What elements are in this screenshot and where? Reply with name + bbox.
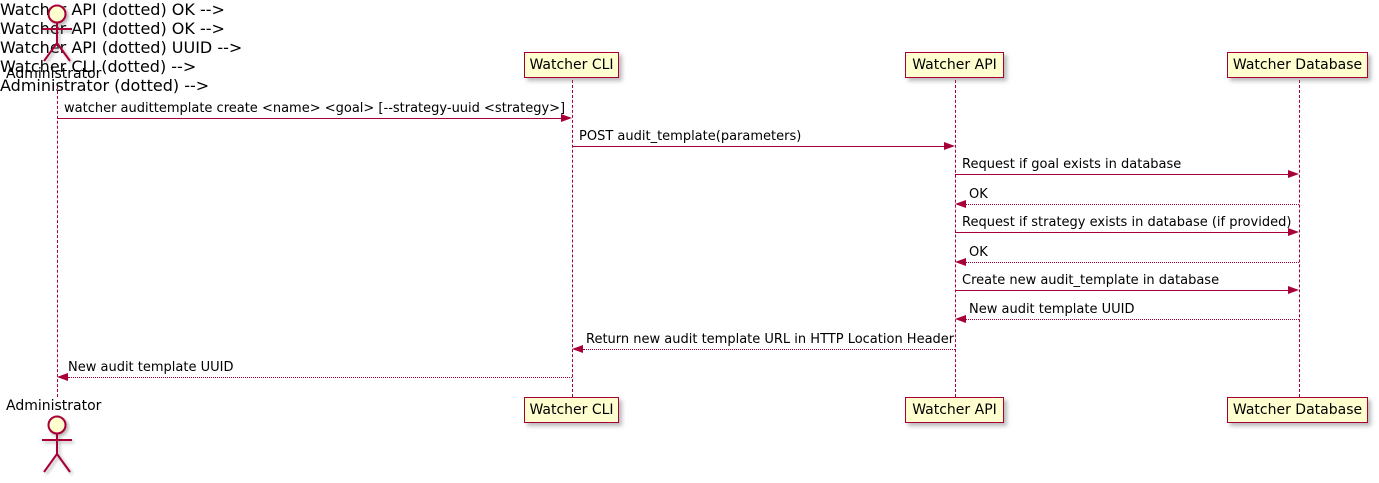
participant-watcher-database-top: Watcher Database: [1227, 52, 1368, 78]
message-text: New audit template UUID: [68, 360, 234, 375]
arrowhead-left-icon: [955, 258, 966, 266]
message-text: Request if goal exists in database: [962, 157, 1182, 172]
message-line: [68, 377, 572, 378]
administrator-label-top: Administrator: [6, 66, 102, 82]
participant-label: Watcher Database: [1232, 402, 1363, 418]
participant-watcher-database-bottom: Watcher Database: [1227, 397, 1368, 423]
message-text: New audit template UUID: [969, 302, 1135, 317]
arrowhead-right-icon: [944, 142, 955, 150]
participant-label: Watcher API: [912, 57, 997, 73]
message-text: Create new audit_template in database: [962, 273, 1220, 288]
arrowhead-right-icon: [1288, 228, 1299, 236]
message-text: watcher audittemplate create <name> <goa…: [64, 101, 566, 116]
lifeline-administrator: [57, 86, 58, 397]
participant-watcher-cli-top: Watcher CLI: [524, 52, 619, 78]
message-text: OK: [969, 245, 988, 260]
message-line: [583, 349, 955, 350]
message-line: [955, 290, 1289, 291]
lifeline-watcher-cli: [572, 80, 573, 397]
arrowhead-left-icon: [955, 315, 966, 323]
arrowhead-right-icon: [561, 114, 572, 122]
arrowhead-right-icon: [1288, 286, 1299, 294]
lifeline-watcher-database: [1299, 80, 1300, 397]
arrowhead-right-icon: [1288, 170, 1299, 178]
message-line: [572, 146, 945, 147]
message-line: [955, 232, 1289, 233]
message-text: Request if strategy exists in database (…: [962, 215, 1292, 230]
message-text: OK: [969, 187, 988, 202]
participant-watcher-api-top: Watcher API: [905, 52, 1004, 78]
administrator-label-bottom: Administrator: [6, 398, 102, 414]
message-line: [57, 118, 562, 119]
message-line: [966, 204, 1299, 205]
message-text: POST audit_template(parameters): [579, 129, 802, 144]
participant-label: Watcher API: [912, 402, 997, 418]
arrowhead-left-icon: [572, 345, 583, 353]
participant-watcher-api-bottom: Watcher API: [905, 397, 1004, 423]
message-line: [966, 262, 1299, 263]
arrowhead-left-icon: [57, 373, 68, 381]
message-text: Return new audit template URL in HTTP Lo…: [586, 332, 955, 347]
participant-label: Watcher CLI: [529, 402, 614, 418]
message-line: [955, 174, 1289, 175]
administrator-actor-icon: [42, 415, 72, 473]
participant-watcher-cli-bottom: Watcher CLI: [524, 397, 619, 423]
message-line: [966, 319, 1299, 320]
arrowhead-left-icon: [955, 200, 966, 208]
lifeline-watcher-api: [955, 80, 956, 397]
participant-label: Watcher CLI: [529, 57, 614, 73]
participant-label: Watcher Database: [1232, 57, 1363, 73]
administrator-actor-icon: [42, 4, 72, 62]
